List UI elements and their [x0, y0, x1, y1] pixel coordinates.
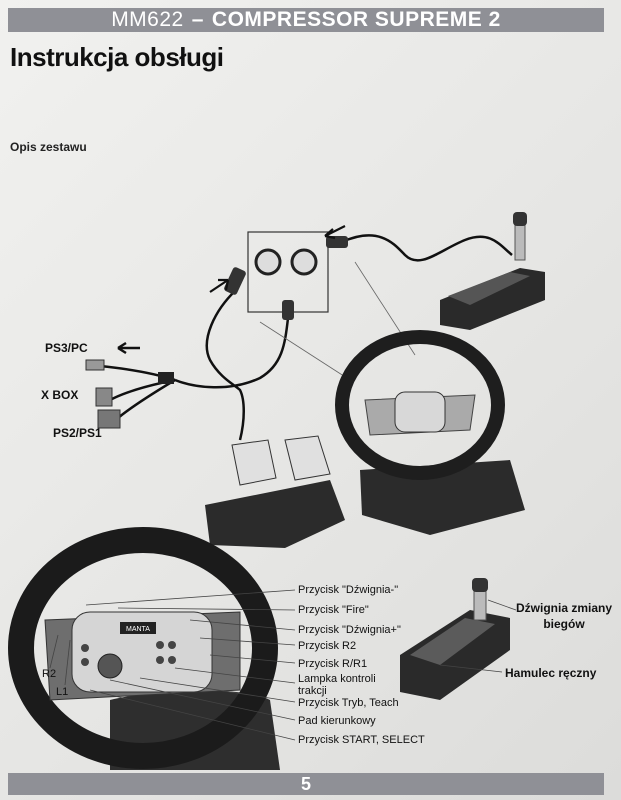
- callout-mode-teach: Przycisk Tryb, Teach: [298, 697, 399, 709]
- callout-start-select: Przycisk START, SELECT: [298, 734, 425, 746]
- label-l1: L1: [56, 686, 69, 698]
- arrow-left-plug: [209, 278, 230, 293]
- pedal-cable: [205, 289, 245, 441]
- callout-r2: Przycisk R2: [298, 640, 357, 652]
- label-gear-lever: Dźwignia zmiany biegów: [515, 601, 613, 631]
- plug-right: [326, 236, 348, 248]
- product-name: COMPRESSOR SUPREME 2: [211, 8, 501, 31]
- brand-plate: [120, 622, 156, 634]
- header-separator: –: [191, 8, 204, 31]
- port-left: [254, 248, 282, 276]
- wheel-base-top: [360, 460, 525, 535]
- pedal-base: [205, 480, 345, 548]
- page-number: 5: [300, 773, 311, 794]
- label-ps3pc: PS3/PC: [45, 341, 88, 355]
- steering-wheel-large: [8, 527, 278, 769]
- arrow-ps3pc: [117, 341, 140, 355]
- console-cable: [174, 317, 290, 389]
- shifter-lever: [514, 221, 526, 261]
- arrow-right-plug: [324, 225, 346, 240]
- callout-lever-plus: Przycisk "Dźwignia+": [298, 624, 401, 636]
- brake-pedal: [231, 439, 277, 486]
- shifter-cable: [341, 234, 513, 262]
- label-ps2ps1: PS2/PS1: [53, 426, 102, 440]
- plug-bottom: [282, 300, 294, 320]
- xbox-plug: [95, 387, 113, 407]
- label-xbox: X BOX: [41, 388, 79, 402]
- plug-left: [224, 267, 246, 295]
- callout-fire: Przycisk "Fire": [298, 604, 369, 616]
- callout-r-r1: Przycisk R/R1: [298, 658, 368, 670]
- shifter-base: [440, 268, 545, 330]
- header-bar: MM622 – COMPRESSOR SUPREME 2: [8, 8, 604, 32]
- label-handbrake: Hamulec ręczny: [505, 666, 597, 680]
- callout-traction-lamp: Lampka kontroli trakcji: [298, 673, 376, 697]
- port-right: [290, 248, 318, 276]
- gas-pedal: [284, 435, 331, 481]
- label-r2: R2: [42, 668, 57, 680]
- usb-plug: [85, 359, 105, 371]
- callout-dpad: Pad kierunkowy: [298, 715, 376, 727]
- callout-lever-minus: Przycisk "Dźwignia-": [298, 584, 399, 596]
- brand-logo: MANTA: [126, 626, 150, 633]
- cable-splitter: [158, 372, 174, 384]
- steering-wheel-top: [335, 330, 505, 480]
- dpad: [97, 653, 123, 679]
- ps2-plug: [97, 409, 121, 429]
- page-title: Instrukcja obsługi: [10, 42, 224, 72]
- section-title: Opis zestawu: [10, 140, 87, 154]
- model-code: MM622: [111, 8, 184, 31]
- footer-bar: 5: [8, 773, 604, 795]
- shifter-large-lever: [473, 587, 487, 621]
